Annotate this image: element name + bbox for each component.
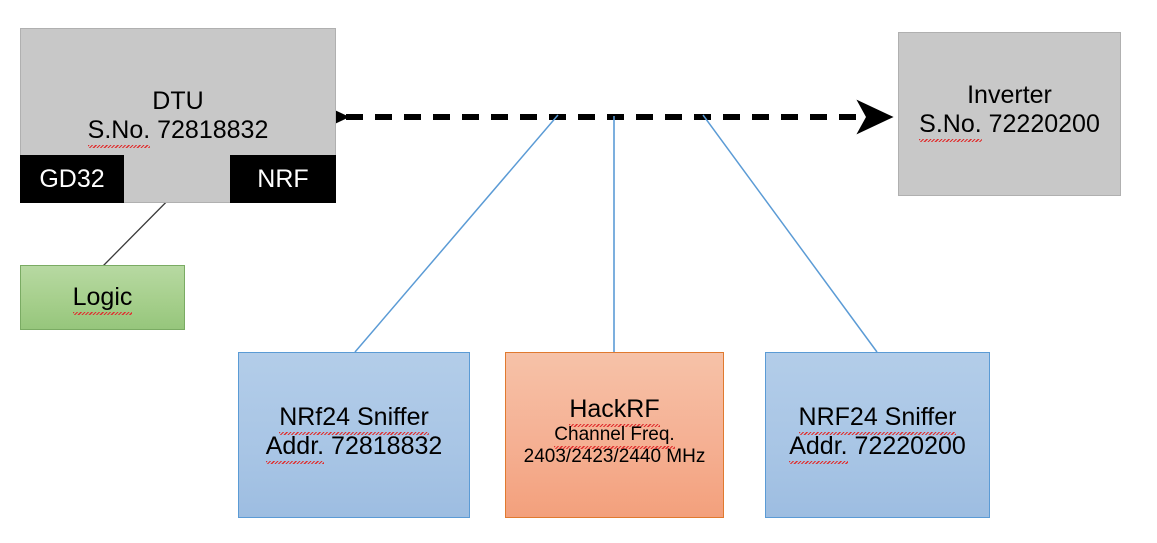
inverter-serial-label: S.No.	[919, 109, 982, 142]
dtu-serial-value: 72818832	[157, 115, 269, 144]
sniffer-right-title: NRF24 Sniffer	[798, 403, 957, 435]
inverter-title: Inverter	[967, 81, 1052, 109]
inverter-block[interactable]: Inverter S.No. 72220200	[898, 32, 1121, 196]
sniffer-left-addr-label: Addr.	[265, 431, 325, 464]
inverter-serial-value: 72220200	[988, 109, 1100, 138]
dtu-serial: S.No. 72818832	[87, 115, 269, 148]
sniffer-right-tap	[702, 114, 878, 353]
sniffer-left-tap	[354, 114, 559, 353]
sniffer-right-addr-gap	[848, 432, 855, 460]
dtu-serial-label: S.No.	[87, 115, 151, 148]
gd32-label: GD32	[39, 164, 105, 193]
hackrf-block[interactable]: HackRF Channel Freq. 2403/2423/2440 MHz	[505, 352, 724, 518]
hackrf-channel-freqs: 2403/2423/2440 MHz	[523, 445, 706, 467]
sniffer-right-addr: Addr. 72220200	[789, 431, 966, 464]
sniffer-right-addr-label: Addr.	[789, 431, 848, 464]
sniffer-left-title: NRf24 Sniffer	[279, 403, 429, 435]
nrf-label: NRF	[257, 164, 309, 193]
logic-label: Logic	[72, 283, 133, 315]
nrf-chip[interactable]: NRF	[230, 155, 336, 203]
dtu-title: DTU	[152, 87, 204, 115]
sniffer-left-addr-gap	[324, 432, 331, 460]
sniffer-right-block[interactable]: NRF24 Sniffer Addr. 72220200	[765, 352, 990, 518]
sniffer-left-addr-value: 72818832	[331, 431, 443, 460]
hackrf-channel-label: Channel Freq.	[554, 423, 676, 449]
sniffer-left-block[interactable]: NRf24 Sniffer Addr. 72818832	[238, 352, 470, 518]
hackrf-title: HackRF	[569, 395, 660, 427]
sniffer-left-addr: Addr. 72818832	[265, 431, 443, 464]
gd32-chip[interactable]: GD32	[20, 155, 124, 203]
logic-block[interactable]: Logic	[20, 265, 185, 330]
inverter-serial-gap	[982, 110, 989, 138]
sniffer-right-addr-value: 72220200	[854, 431, 966, 460]
inverter-serial: S.No. 72220200	[919, 109, 1100, 142]
